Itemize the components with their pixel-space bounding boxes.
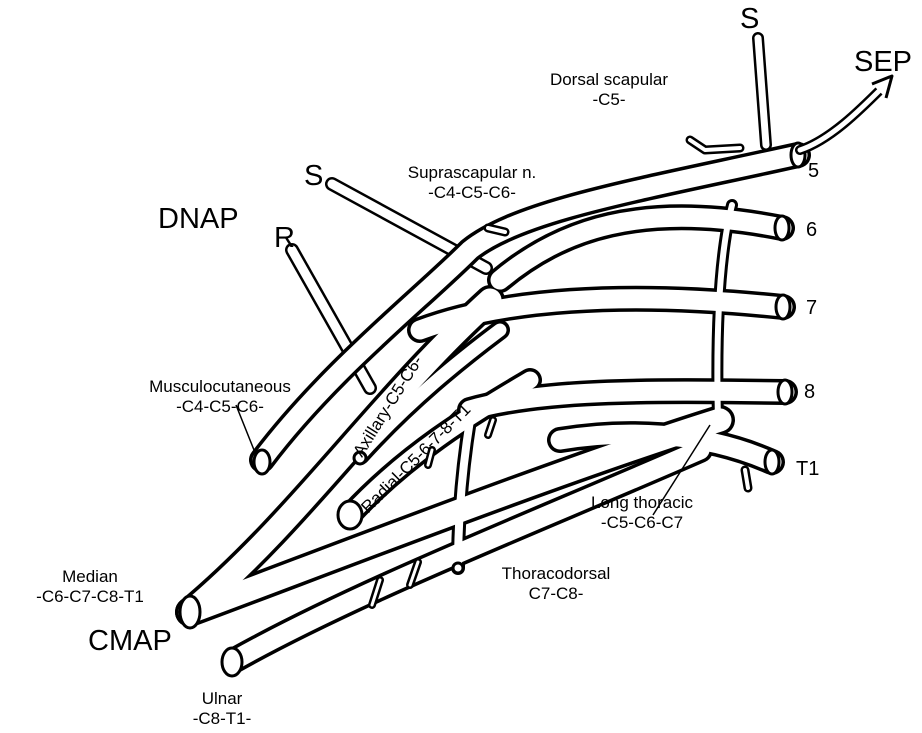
long-thoracic-name: Long thoracic bbox=[558, 493, 726, 513]
long-thoracic-roots: -C5-C6-C7 bbox=[558, 513, 726, 533]
marker-sep: SEP bbox=[854, 46, 912, 79]
musculocutaneous-end bbox=[254, 450, 270, 474]
median-label: Median -C6-C7-C8-T1 bbox=[0, 567, 180, 606]
electrode-s-top bbox=[758, 38, 766, 145]
dorsal-scapular-name: Dorsal scapular bbox=[520, 70, 698, 90]
dorsal-scapular-label: Dorsal scapular -C5- bbox=[520, 70, 698, 109]
long-thoracic-label: Long thoracic -C5-C6-C7 bbox=[558, 493, 726, 532]
root-t1-end bbox=[765, 450, 779, 474]
thoracodorsal-roots: C7-C8- bbox=[476, 584, 636, 604]
suprascapular-label: Suprascapular n. -C4-C5-C6- bbox=[382, 163, 562, 202]
root-7-label: 7 bbox=[806, 297, 817, 320]
root-t1-label: T1 bbox=[796, 458, 819, 481]
marker-dnap: DNAP bbox=[158, 203, 239, 236]
median-name: Median bbox=[0, 567, 180, 587]
thoracodorsal-label: Thoracodorsal C7-C8- bbox=[476, 564, 636, 603]
marker-s-mid: S bbox=[304, 160, 323, 193]
suprascapular-roots: -C4-C5-C6- bbox=[382, 183, 562, 203]
ulnar-end bbox=[222, 648, 242, 676]
median-end bbox=[180, 596, 200, 628]
root-6-label: 6 bbox=[806, 219, 817, 242]
ulnar-name: Ulnar bbox=[176, 689, 268, 709]
ulnar-roots: -C8-T1- bbox=[176, 709, 268, 729]
marker-cmap: CMAP bbox=[88, 625, 172, 658]
musculocutaneous-roots: -C4-C5-C6- bbox=[120, 397, 320, 417]
marker-r: R bbox=[274, 222, 295, 255]
thoracodorsal-name: Thoracodorsal bbox=[476, 564, 636, 584]
root-5-label: 5 bbox=[808, 160, 819, 183]
root-8-end bbox=[778, 380, 792, 404]
root-8-label: 8 bbox=[804, 381, 815, 404]
median-roots: -C6-C7-C8-T1 bbox=[0, 587, 180, 607]
root-6-end bbox=[775, 216, 789, 240]
ulnar-label: Ulnar -C8-T1- bbox=[176, 689, 268, 728]
musculocutaneous-name: Musculocutaneous bbox=[120, 377, 320, 397]
thoracodorsal-end bbox=[453, 563, 463, 573]
root-7-end bbox=[776, 295, 790, 319]
suprascapular-name: Suprascapular n. bbox=[382, 163, 562, 183]
dorsal-scapular-roots: -C5- bbox=[520, 90, 698, 110]
marker-s-top: S bbox=[740, 3, 759, 36]
sep-arrow bbox=[800, 76, 892, 150]
musculocutaneous-label: Musculocutaneous -C4-C5-C6- bbox=[120, 377, 320, 416]
